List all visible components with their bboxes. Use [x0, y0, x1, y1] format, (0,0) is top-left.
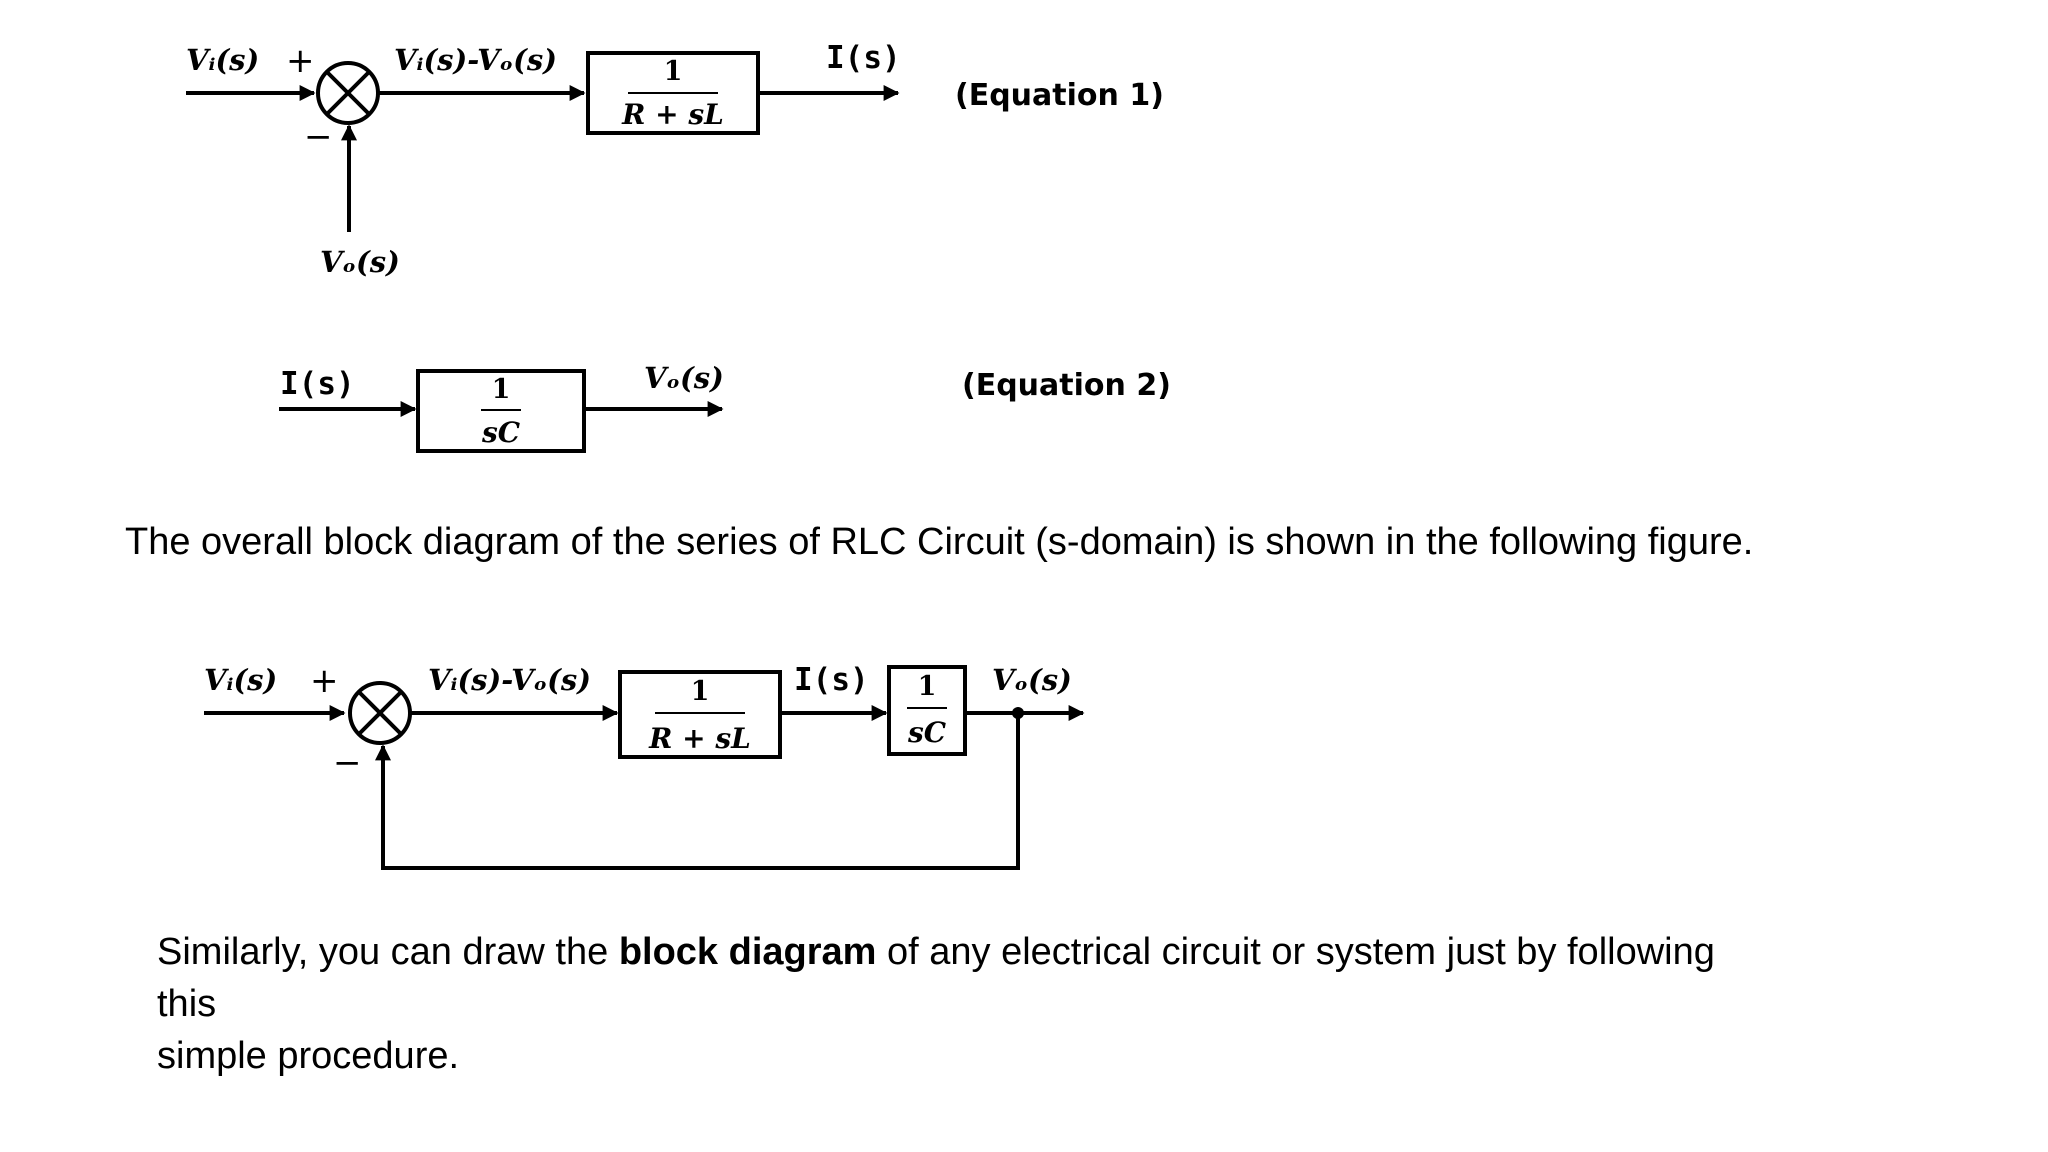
block-numerator: 1 — [492, 374, 511, 405]
summing-junction — [316, 61, 380, 125]
output-label: I(s) — [826, 40, 901, 76]
equation-1-label: (Equation 1) — [955, 78, 1164, 113]
footer-line-2: this — [157, 983, 217, 1025]
output-label: Vₒ(s) — [992, 663, 1072, 697]
footer-bold-text: block diagram — [618, 931, 877, 973]
transfer-block-r-sl: 1 R + sL — [618, 670, 782, 759]
current-label: I(s) — [794, 662, 869, 698]
error-label: Vᵢ(s)-Vₒ(s) — [428, 663, 591, 697]
footer-text: Similarly, you can draw the — [157, 931, 619, 973]
overall-rlc-block-diagram: Vᵢ(s) + − Vᵢ(s)-Vₒ(s) 1 R + sL I(s) 1 sC… — [204, 661, 1085, 870]
summing-junction — [348, 681, 412, 745]
output-label: Vₒ(s) — [644, 361, 724, 395]
plus-sign: + — [310, 661, 339, 701]
block-numerator: 1 — [664, 56, 683, 87]
transfer-block-sc: 1 sC — [887, 665, 967, 756]
footer-text: of any electrical circuit or system just… — [876, 931, 1715, 973]
block-denominator: sC — [481, 416, 521, 449]
footer-paragraph: Similarly, you can draw the block diagra… — [157, 926, 1797, 1082]
block-denominator: R + sL — [621, 98, 724, 131]
equation-1-diagram: Vᵢ(s) + − Vₒ(s) Vᵢ(s)-Vₒ(s) 1 R + sL I(s… — [186, 40, 1164, 279]
equation-2-label: (Equation 2) — [962, 368, 1171, 403]
feedback-label: Vₒ(s) — [320, 245, 400, 279]
block-denominator: sC — [907, 716, 947, 749]
caption: The overall block diagram of the series … — [125, 521, 1754, 563]
minus-sign: − — [333, 743, 362, 783]
input-label: Vᵢ(s) — [186, 43, 259, 77]
block-numerator: 1 — [918, 671, 937, 702]
input-label: Vᵢ(s) — [204, 663, 277, 697]
equation-2-diagram: I(s) 1 sC Vₒ(s) (Equation 2) — [279, 361, 1171, 453]
footer-line-3: simple procedure. — [157, 1035, 460, 1077]
minus-sign: − — [304, 117, 333, 157]
transfer-block-r-sl: 1 R + sL — [586, 51, 760, 135]
footer-line-1: Similarly, you can draw the block diagra… — [157, 926, 1797, 978]
feedback-path — [375, 713, 1020, 870]
input-label: I(s) — [280, 366, 355, 402]
transfer-block-sc: 1 sC — [416, 369, 586, 453]
plus-sign: + — [286, 41, 315, 81]
block-numerator: 1 — [691, 676, 710, 707]
block-denominator: R + sL — [648, 722, 751, 755]
error-label: Vᵢ(s)-Vₒ(s) — [394, 43, 557, 77]
